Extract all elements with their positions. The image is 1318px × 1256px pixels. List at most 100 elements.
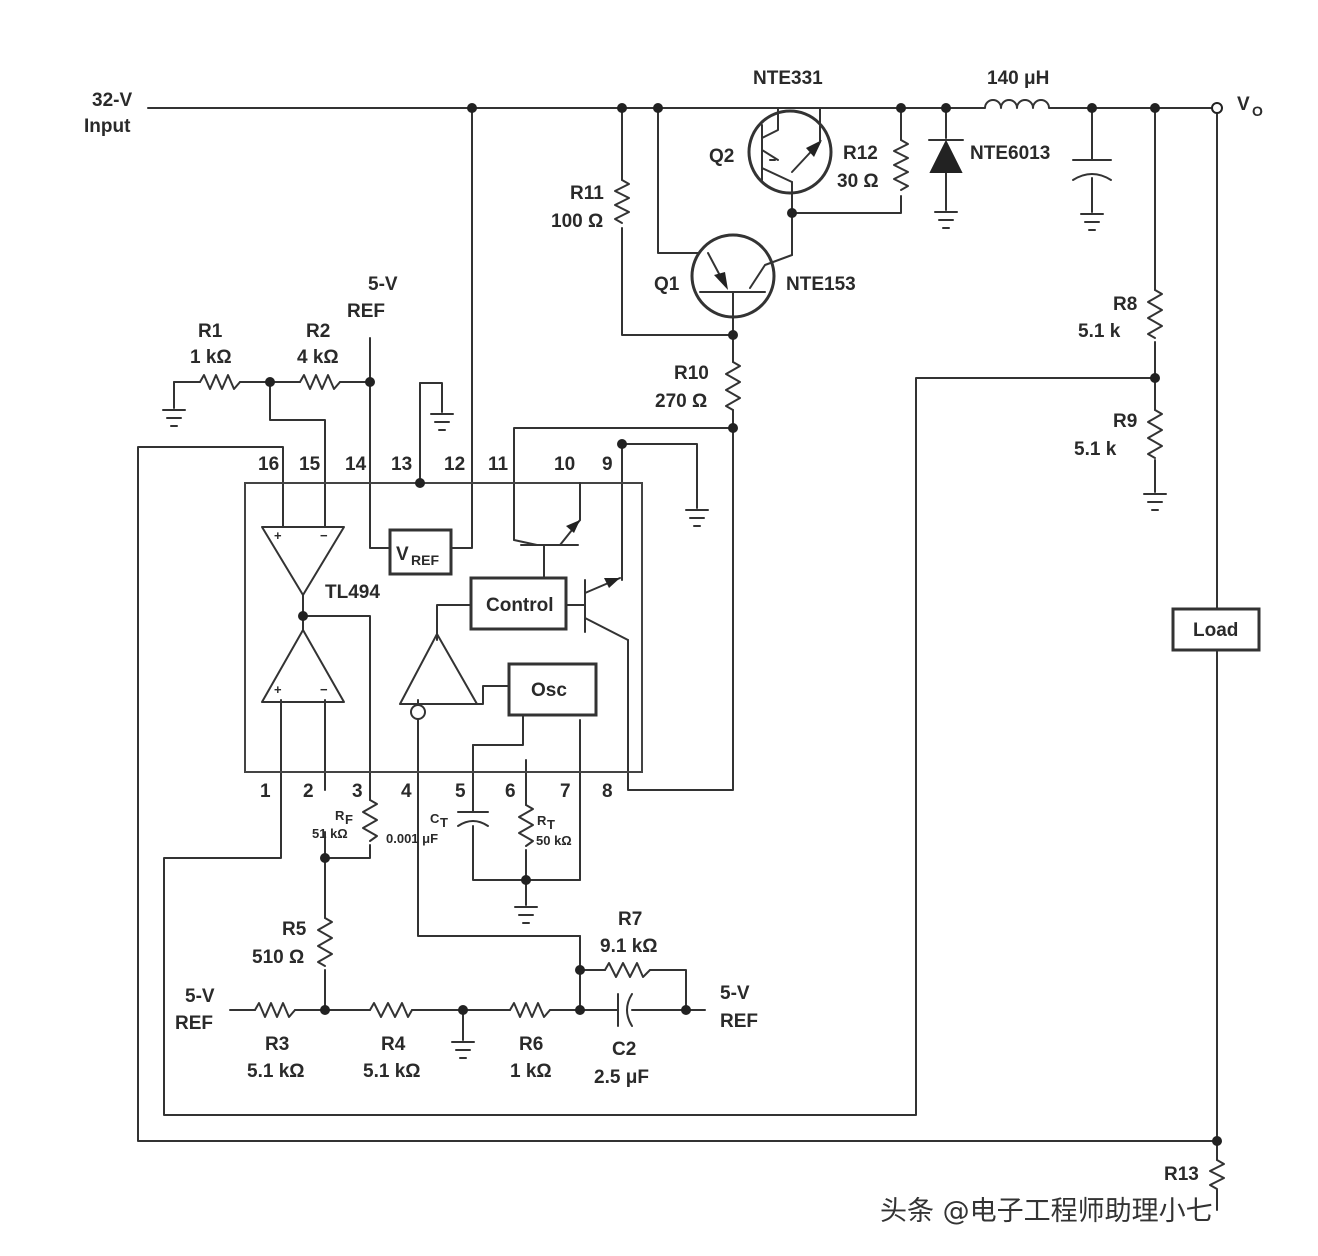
junction-dots — [265, 102, 1223, 1146]
pin-2: 2 — [303, 781, 314, 802]
r4-value: 5.1 kΩ — [363, 1061, 421, 1082]
transistor-q1 — [690, 233, 793, 319]
c2-value: 2.5 μF — [594, 1067, 649, 1088]
pin-6: 6 — [505, 781, 516, 802]
svg-text:−: − — [320, 528, 328, 543]
resistor-r1 — [199, 374, 241, 390]
resistor-r2 — [299, 374, 341, 390]
r10-name: R10 — [674, 363, 709, 384]
pin-15: 15 — [299, 454, 321, 475]
ref-top-line2: REF — [347, 301, 385, 322]
r2-name: R2 — [306, 321, 330, 342]
input-voltage: 32-V — [92, 90, 132, 111]
ref-left-line1: 5-V — [185, 986, 215, 1007]
rf-subscript: F — [345, 812, 353, 827]
transistor-q2 — [747, 107, 833, 195]
rt-subscript: T — [547, 817, 555, 832]
output-transistor-2 — [584, 577, 629, 641]
pin-8: 8 — [602, 781, 613, 802]
pin-4: 4 — [401, 781, 412, 802]
q2-name: Q2 — [709, 146, 734, 167]
r3-name: R3 — [265, 1034, 289, 1055]
ground-r1 — [162, 409, 186, 427]
inductor-140uh — [984, 99, 1057, 116]
q2-part: NTE331 — [753, 68, 823, 89]
output-subscript: O — [1252, 103, 1263, 119]
rt-name: R — [537, 813, 547, 828]
ground-symbols — [162, 211, 1167, 1059]
r12-value: 30 Ω — [837, 171, 879, 192]
diode-nte6013 — [928, 139, 964, 173]
resistor-rf — [362, 799, 378, 842]
ct-name: C — [430, 811, 440, 826]
ground-output-cap — [1080, 213, 1104, 231]
svg-text:+: + — [274, 682, 282, 697]
r9-name: R9 — [1113, 411, 1137, 432]
ref-right-line1: 5-V — [720, 983, 750, 1004]
r6-name: R6 — [519, 1034, 543, 1055]
r7-value: 9.1 kΩ — [600, 936, 658, 957]
ref-left-line2: REF — [175, 1013, 213, 1034]
pin-5: 5 — [455, 781, 466, 802]
ground-pin9 — [685, 509, 709, 527]
resistor-r8 — [1147, 289, 1163, 339]
r10-value: 270 Ω — [655, 391, 707, 412]
pin-9: 9 — [602, 454, 613, 475]
input-name: Input — [84, 116, 131, 137]
resistor-r12 — [893, 139, 909, 191]
control-block: Control — [469, 576, 568, 631]
resistor-r6 — [509, 1002, 551, 1018]
r12-name: R12 — [843, 143, 878, 164]
r3-value: 5.1 kΩ — [247, 1061, 305, 1082]
error-amp-1: + − — [261, 526, 345, 596]
r11-value: 100 Ω — [551, 211, 603, 232]
resistor-r9 — [1147, 409, 1163, 459]
vref-block: V REF — [388, 528, 453, 576]
ct-value: 0.001 μF — [386, 831, 438, 846]
capacitor-output-filter — [1072, 159, 1112, 181]
labels: 32-V Input V O NTE331 Q2 Q1 NTE153 140 μ… — [84, 68, 1263, 1185]
r6-value: 1 kΩ — [510, 1061, 552, 1082]
ic-name: TL494 — [325, 582, 380, 603]
r9-value: 5.1 k — [1074, 439, 1117, 460]
q1-name: Q1 — [654, 274, 680, 295]
r2-value: 4 kΩ — [297, 347, 339, 368]
resistor-r13 — [1209, 1159, 1225, 1190]
rf-name: R — [335, 808, 345, 823]
vref-subscript: REF — [411, 552, 439, 568]
pin-3: 3 — [352, 781, 363, 802]
q1-part: NTE153 — [786, 274, 856, 295]
osc-label: Osc — [531, 680, 567, 701]
ground-r4-r6 — [451, 1041, 475, 1059]
r5-value: 510 Ω — [252, 947, 304, 968]
load-block: Load — [1171, 607, 1261, 652]
resistor-r4 — [369, 1002, 413, 1018]
pin-7: 7 — [560, 781, 571, 802]
pin-1: 1 — [260, 781, 271, 802]
r7-name: R7 — [618, 909, 642, 930]
vref-label: V — [396, 544, 409, 565]
ref-top-line1: 5-V — [368, 274, 398, 295]
oscillator-block: Osc — [507, 662, 598, 717]
tl494-ic-body — [244, 482, 643, 773]
error-amp-2: + − — [261, 629, 345, 703]
r13-name: R13 — [1164, 1164, 1199, 1185]
ground-r9 — [1143, 493, 1167, 511]
svg-text:+: + — [274, 528, 282, 543]
r11-name: R11 — [570, 183, 604, 204]
inductor-value: 140 μH — [987, 68, 1049, 89]
pin-14: 14 — [345, 454, 367, 475]
pin-10: 10 — [554, 454, 575, 475]
ref-right-line2: REF — [720, 1011, 758, 1032]
resistor-r5 — [317, 917, 333, 967]
pin-13: 13 — [391, 454, 412, 475]
resistor-r11 — [614, 179, 630, 224]
output-transistor-1 — [513, 482, 581, 546]
rf-value: 51 kΩ — [312, 826, 348, 841]
capacitor-c2 — [617, 993, 633, 1027]
pin-16: 16 — [258, 454, 279, 475]
pin-11: 11 — [488, 454, 509, 475]
resistor-r3 — [254, 1002, 296, 1018]
